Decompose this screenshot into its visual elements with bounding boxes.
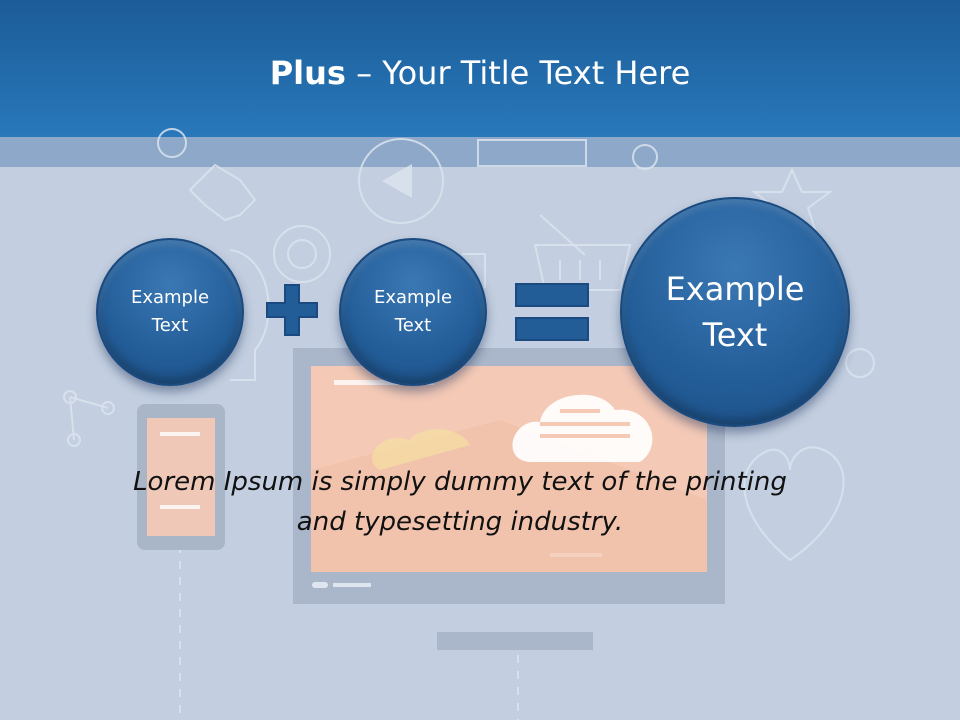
page-title: Plus – Your Title Text Here (0, 54, 960, 92)
circle-2-line-2: Text (394, 315, 432, 336)
bulb-icon (229, 249, 270, 381)
plus-icon (266, 284, 318, 336)
circle-3-line-1: Example (665, 270, 805, 308)
caption-text: Lorem Ipsum is simply dummy text of the … (100, 462, 820, 542)
caption-line-1: Lorem Ipsum is simply dummy text of the … (133, 467, 787, 497)
basket-icon (533, 214, 632, 291)
circle-2-line-1: Example (373, 287, 453, 308)
cloud-icon (371, 394, 653, 470)
circle-1-line-1: Example (130, 287, 210, 308)
phone-illustration (137, 404, 225, 550)
title-rest: – Your Title Text Here (345, 54, 691, 92)
title-bold: Plus (269, 54, 346, 92)
circle-3-line-2: Text (702, 316, 768, 354)
heart-icon (743, 446, 845, 562)
handshake-icon (188, 163, 257, 222)
play-icon (358, 138, 444, 224)
circle-1-line-2: Text (151, 315, 189, 336)
title-bar (0, 0, 960, 137)
equals-icon (515, 283, 589, 341)
caption-line-2: and typesetting industry. (296, 507, 624, 537)
